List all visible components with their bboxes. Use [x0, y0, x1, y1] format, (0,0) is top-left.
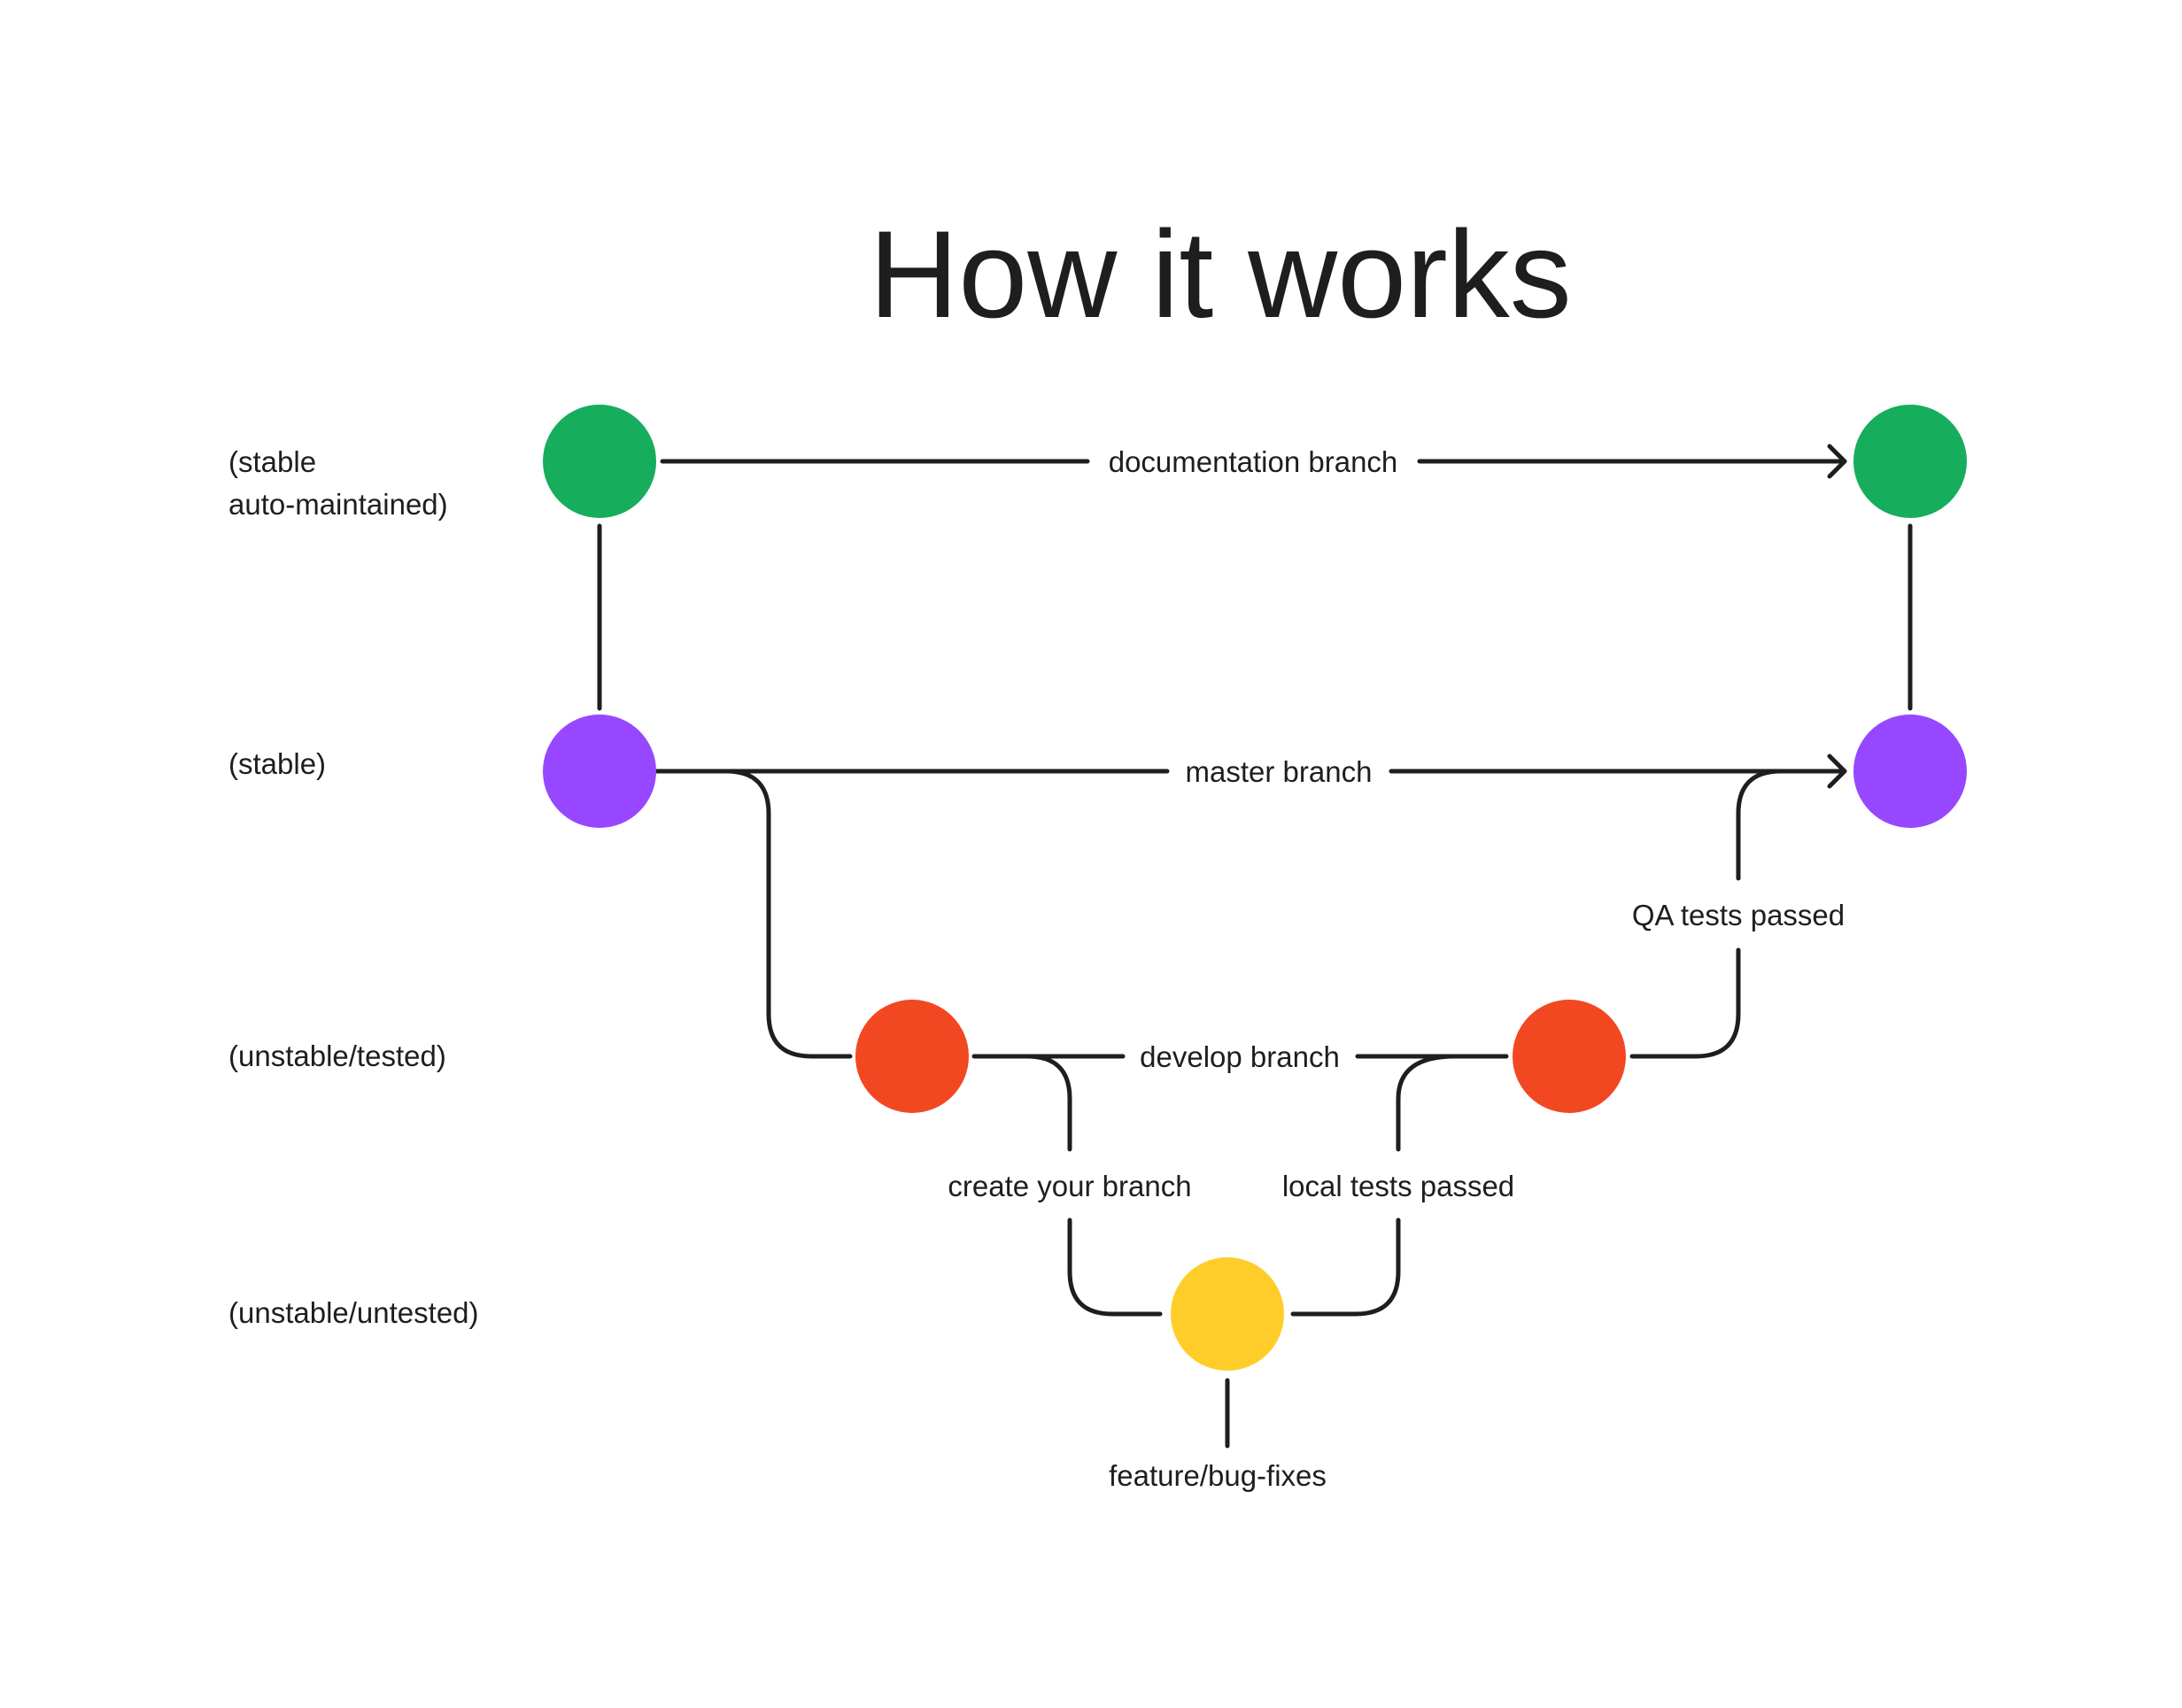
create-branch-label: create your branch	[948, 1170, 1191, 1202]
qa-connector-lower	[1629, 947, 1741, 1059]
local-tests-connector-upper	[1396, 1054, 1458, 1152]
develop-branch-label: develop branch	[1140, 1040, 1340, 1073]
row-label-feature: (unstable/untested)	[228, 1296, 479, 1329]
master-end-node	[1853, 715, 1967, 828]
feature-label: feature/bug-fixes	[1109, 1459, 1327, 1492]
master-to-develop-connector	[723, 769, 853, 1059]
qa-tests-label: QA tests passed	[1632, 899, 1845, 931]
qa-connector-upper	[1736, 769, 1784, 881]
master-branch-label: master branch	[1186, 755, 1373, 788]
documentation-branch-line	[660, 444, 1847, 479]
documentation-start-node	[543, 405, 656, 518]
row-label-develop: (unstable/tested)	[228, 1039, 446, 1072]
develop-start-node	[855, 1000, 969, 1113]
create-branch-connector-upper	[1025, 1054, 1072, 1152]
row-label-documentation-line1: (stable	[228, 445, 316, 478]
master-start-node	[543, 715, 656, 828]
local-tests-connector-lower	[1290, 1217, 1401, 1317]
documentation-branch-label: documentation branch	[1109, 445, 1398, 478]
develop-end-node	[1513, 1000, 1626, 1113]
row-label-master: (stable)	[228, 747, 326, 780]
local-tests-label: local tests passed	[1282, 1170, 1514, 1202]
page-title: How it works	[869, 205, 1571, 344]
feature-node	[1171, 1257, 1284, 1371]
create-branch-connector-lower	[1067, 1217, 1163, 1317]
row-label-documentation-line2: auto-maintained)	[228, 488, 448, 521]
documentation-end-node	[1853, 405, 1967, 518]
